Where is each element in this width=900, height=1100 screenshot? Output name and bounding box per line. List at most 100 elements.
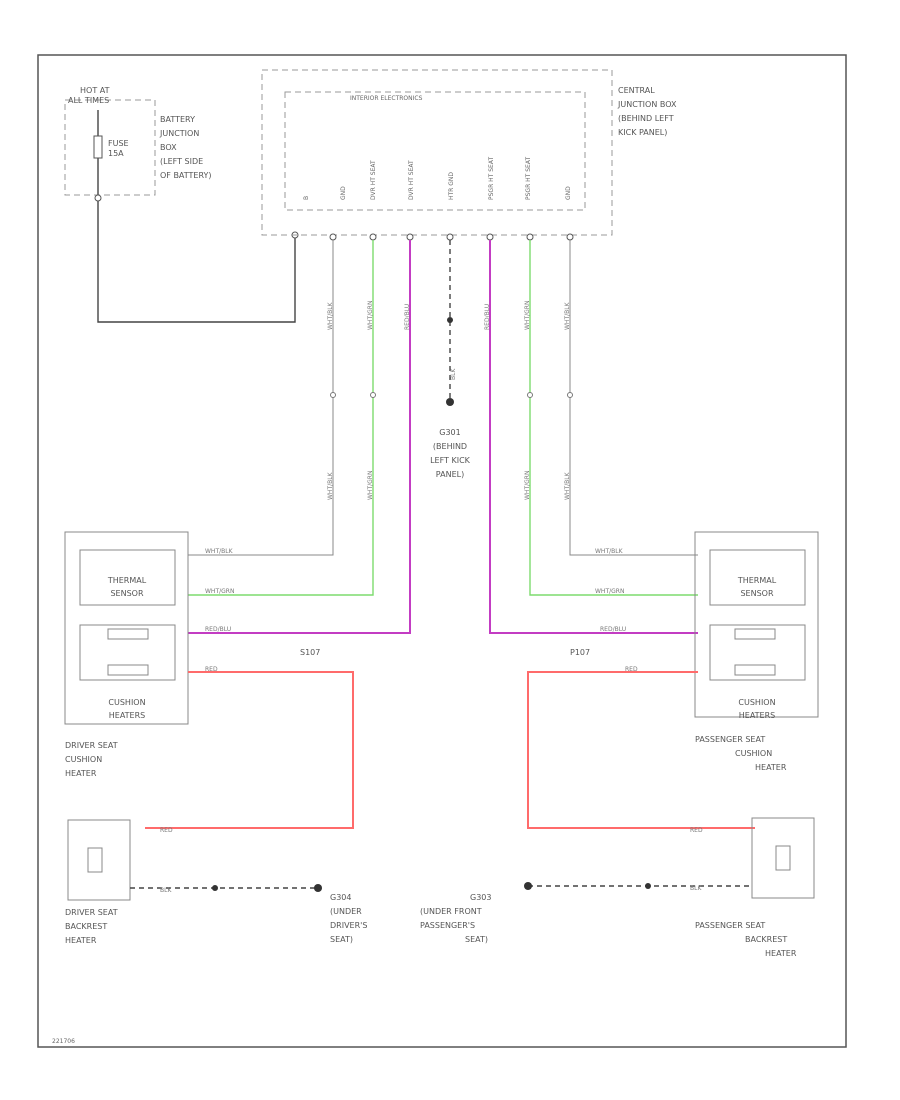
bjb-label-1: BATTERY: [160, 115, 195, 124]
fuse-symbol: [93, 135, 103, 159]
passenger-sensor-wire-1: [569, 240, 698, 556]
pass-back-name-3: HEATER: [765, 949, 797, 958]
g303-3: PASSENGER'S: [420, 921, 475, 930]
d-wire-lbl-2: WHT/GRN: [205, 588, 234, 595]
p-back-wire-lbl-2: BLK: [690, 885, 702, 892]
fuse-label-1: FUSE: [108, 139, 129, 148]
cjb-label-3: (BEHIND LEFT: [618, 114, 674, 123]
driver-sensor-wire-2: [188, 240, 374, 596]
passenger-cushion-heater: [694, 531, 819, 718]
pin-label-5: HTR GND: [448, 172, 455, 200]
g303-2: (UNDER FRONT: [420, 907, 482, 916]
d-wire-lbl-3: RED/BLU: [205, 626, 231, 633]
wire-label-1: WHT/BLK: [327, 301, 334, 330]
pin-label-2: GND: [340, 186, 347, 200]
bjb-label-3: BOX: [160, 143, 177, 152]
wire-label-5: RED/BLU: [484, 304, 491, 330]
driver-back-name-2: BACKREST: [65, 922, 107, 931]
driver-splice: S107: [300, 648, 320, 657]
d-wire-lbl-4: RED: [205, 666, 218, 673]
g304-1: G304: [330, 893, 351, 902]
power-feed-wire: [97, 195, 296, 323]
driver-heaters-2: HEATERS: [109, 711, 146, 720]
cjb-label-1: CENTRAL: [618, 86, 655, 95]
driver-cushion-heater: [64, 531, 189, 725]
wire-label-4: BLK: [450, 368, 457, 380]
p-wire-lbl-3: RED/BLU: [600, 626, 626, 633]
driver-cushion-name-1: DRIVER SEAT: [65, 741, 118, 750]
wire-label-2: WHT/GRN: [367, 301, 374, 330]
p-back-wire-lbl-1: RED: [690, 827, 703, 834]
g301-l1: (BEHIND: [433, 442, 467, 451]
passenger-heater-link-wire: [527, 671, 755, 829]
passenger-backrest-heater: [751, 817, 815, 899]
passenger-sensor-wire-2: [529, 240, 698, 596]
driver-sensor-2: SENSOR: [110, 589, 143, 598]
wire-label-6: WHT/GRN: [524, 301, 531, 330]
pass-back-name-2: BACKREST: [745, 935, 787, 944]
passenger-splice: P107: [570, 648, 590, 657]
pin-label-8: GND: [565, 186, 572, 200]
pass-back-name-1: PASSENGER SEAT: [695, 921, 765, 930]
diagram-frame: [37, 54, 847, 1048]
driver-heater-link-wire: [145, 671, 354, 829]
p-wire-lbl-4: RED: [625, 666, 638, 673]
pin-label-6: PSGR HT SEAT: [488, 157, 495, 200]
ground-g304: [314, 884, 322, 892]
module-connector-pins: [329, 233, 574, 241]
d-back-wire-lbl-2: BLK: [160, 887, 172, 894]
passenger-thermal-sensor: [709, 549, 806, 606]
ground-g301: [446, 398, 454, 406]
driver-cushion-name-2: CUSHION: [65, 755, 102, 764]
wire-label-11: WHT/BLK: [564, 471, 571, 500]
pass-cushion-name-3: HEATER: [755, 763, 787, 772]
p-wire-lbl-1: WHT/BLK: [595, 548, 624, 555]
hot-label-1: HOT AT: [80, 86, 110, 95]
passenger-heater-elements: [709, 624, 806, 681]
g304-2: (UNDER: [330, 907, 362, 916]
driver-back-name-3: HEATER: [65, 936, 97, 945]
p-wire-lbl-2: WHT/GRN: [595, 588, 624, 595]
wire-label-3: RED/BLU: [404, 304, 411, 330]
pin-label-4: DVR HT SEAT: [408, 160, 415, 200]
wire-label-9: WHT/GRN: [367, 471, 374, 500]
driver-cushion-name-3: HEATER: [65, 769, 97, 778]
g304-4: SEAT): [330, 935, 353, 944]
wire-label-8: WHT/BLK: [327, 471, 334, 500]
d-back-wire-lbl-1: RED: [160, 827, 173, 834]
wire-label-10: WHT/GRN: [524, 471, 531, 500]
driver-sensor-wire-1: [188, 240, 334, 556]
bjb-label-4: (LEFT SIDE: [160, 157, 203, 166]
d-wire-lbl-1: WHT/BLK: [205, 548, 234, 555]
driver-heater-elements: [79, 624, 176, 681]
wire-label-7: WHT/BLK: [564, 301, 571, 330]
pin-label-3: DVR HT SEAT: [370, 160, 377, 200]
cjb-label-4: KICK PANEL): [618, 128, 667, 137]
interior-electronics-module: [284, 91, 586, 211]
pin-label-1: B: [303, 196, 310, 200]
pass-cushion-name-2: CUSHION: [735, 749, 772, 758]
pass-sensor-2: SENSOR: [740, 589, 773, 598]
cjb-label-2: JUNCTION BOX: [617, 100, 677, 109]
pass-heaters-1: CUSHION: [738, 698, 775, 707]
figure-id: 221706: [52, 1038, 75, 1045]
ground-g303: [524, 882, 532, 890]
driver-heaters-1: CUSHION: [108, 698, 145, 707]
g301-l2: LEFT KICK: [430, 456, 471, 465]
g304-3: DRIVER'S: [330, 921, 367, 930]
driver-thermal-sensor: [79, 549, 176, 606]
pin-label-7: PSGR HT SEAT: [525, 157, 532, 200]
fuse-label-2: 15A: [108, 149, 124, 158]
g303-1: G303: [470, 893, 491, 902]
driver-backrest-heater: [67, 819, 131, 901]
g301-name: G301: [439, 428, 460, 437]
hot-label-2: ALL TIMES: [68, 96, 109, 105]
bjb-label-2: JUNCTION: [159, 129, 199, 138]
pass-heaters-2: HEATERS: [739, 711, 776, 720]
driver-heater-feed-wire: [188, 240, 411, 634]
g301-l3: PANEL): [436, 470, 464, 479]
battery-junction-box: [64, 99, 156, 196]
bjb-label-5: OF BATTERY): [160, 171, 212, 180]
driver-back-name-1: DRIVER SEAT: [65, 908, 118, 917]
